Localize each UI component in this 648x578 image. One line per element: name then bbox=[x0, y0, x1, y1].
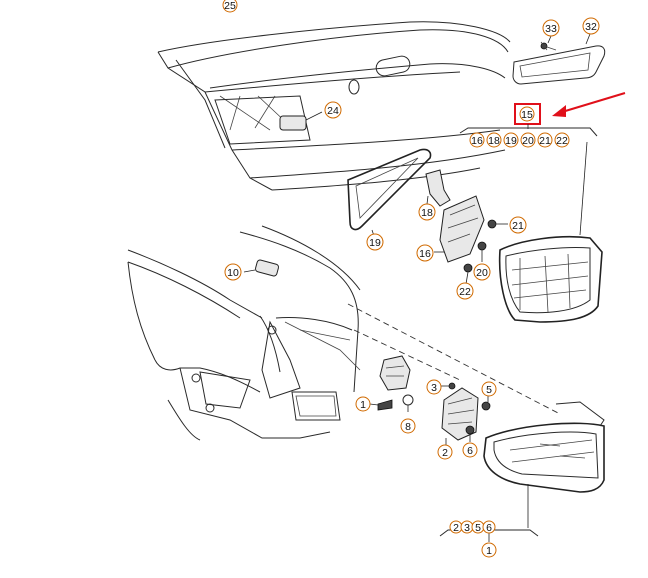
callout-group-upper: 16 18 19 20 21 22 bbox=[469, 132, 570, 148]
svg-text:3: 3 bbox=[464, 522, 470, 534]
highlight-marker bbox=[514, 92, 626, 125]
svg-text:6: 6 bbox=[486, 522, 492, 534]
callout-group-22[interactable]: 22 bbox=[554, 132, 570, 148]
svg-text:1: 1 bbox=[486, 545, 492, 557]
svg-text:20: 20 bbox=[522, 135, 534, 147]
callout-33[interactable]: 33 bbox=[542, 19, 560, 37]
svg-text:3: 3 bbox=[431, 382, 437, 394]
callout-group-2[interactable]: 2 bbox=[449, 520, 463, 534]
callout-group-16[interactable]: 16 bbox=[469, 132, 485, 148]
socket-assembly bbox=[440, 382, 491, 446]
callout-group-5[interactable]: 5 bbox=[471, 520, 485, 534]
body-quarter-drawing bbox=[127, 225, 414, 441]
svg-text:8: 8 bbox=[405, 421, 411, 433]
callout-2[interactable]: 2 bbox=[437, 444, 453, 460]
svg-text:21: 21 bbox=[512, 220, 524, 232]
trunk-lid-drawing bbox=[157, 21, 511, 191]
callout-32[interactable]: 32 bbox=[582, 17, 600, 35]
callout-25[interactable]: 25 bbox=[222, 0, 238, 13]
highlight-arrow bbox=[561, 92, 626, 113]
svg-text:16: 16 bbox=[419, 248, 431, 260]
svg-text:5: 5 bbox=[475, 522, 481, 534]
svg-text:18: 18 bbox=[421, 207, 433, 219]
svg-text:20: 20 bbox=[476, 267, 488, 279]
callout-18[interactable]: 18 bbox=[418, 203, 436, 221]
callout-group-lower: 2 3 5 6 bbox=[449, 520, 496, 534]
callout-5[interactable]: 5 bbox=[481, 381, 497, 397]
svg-text:24: 24 bbox=[327, 105, 339, 117]
callout-10[interactable]: 10 bbox=[224, 263, 242, 281]
mount-assembly bbox=[425, 169, 508, 285]
callout-1-main[interactable]: 1 bbox=[481, 542, 497, 558]
svg-text:6: 6 bbox=[467, 445, 473, 457]
svg-text:32: 32 bbox=[585, 21, 597, 33]
callout-group-21[interactable]: 21 bbox=[537, 132, 553, 148]
svg-text:2: 2 bbox=[442, 447, 448, 459]
callout-group-3[interactable]: 3 bbox=[460, 520, 474, 534]
callout-group-20[interactable]: 20 bbox=[520, 132, 536, 148]
callout-group-6[interactable]: 6 bbox=[482, 520, 496, 534]
svg-text:15: 15 bbox=[521, 109, 533, 121]
callout-16[interactable]: 16 bbox=[416, 244, 434, 262]
callout-21[interactable]: 21 bbox=[509, 216, 527, 234]
svg-text:22: 22 bbox=[556, 135, 568, 147]
callout-15[interactable]: 15 bbox=[519, 106, 535, 122]
svg-text:21: 21 bbox=[539, 135, 551, 147]
lock-actuator-part bbox=[279, 115, 307, 131]
reflector-part bbox=[512, 33, 606, 85]
outer-tail-light bbox=[483, 401, 605, 493]
callout-22[interactable]: 22 bbox=[456, 282, 474, 300]
svg-text:2: 2 bbox=[453, 522, 459, 534]
svg-text:1: 1 bbox=[360, 399, 366, 411]
callout-6[interactable]: 6 bbox=[462, 442, 478, 458]
callout-group-19[interactable]: 19 bbox=[503, 132, 519, 148]
callout-24[interactable]: 24 bbox=[324, 101, 342, 119]
svg-text:19: 19 bbox=[505, 135, 517, 147]
inner-tail-light bbox=[498, 235, 603, 323]
svg-text:16: 16 bbox=[471, 135, 483, 147]
callout-20[interactable]: 20 bbox=[473, 263, 491, 281]
svg-text:19: 19 bbox=[369, 237, 381, 249]
svg-text:25: 25 bbox=[224, 0, 236, 12]
callout-3[interactable]: 3 bbox=[426, 379, 442, 395]
callout-group-18[interactable]: 18 bbox=[486, 132, 502, 148]
svg-text:10: 10 bbox=[227, 267, 239, 279]
svg-text:18: 18 bbox=[488, 135, 500, 147]
svg-text:33: 33 bbox=[545, 23, 557, 35]
svg-text:22: 22 bbox=[459, 286, 471, 298]
svg-text:5: 5 bbox=[486, 384, 492, 396]
callout-19[interactable]: 19 bbox=[366, 233, 384, 251]
arrow-head-icon bbox=[552, 105, 566, 117]
callout-8[interactable]: 8 bbox=[400, 418, 416, 434]
seal-triangle bbox=[347, 148, 432, 237]
callout-1[interactable]: 1 bbox=[355, 396, 371, 412]
